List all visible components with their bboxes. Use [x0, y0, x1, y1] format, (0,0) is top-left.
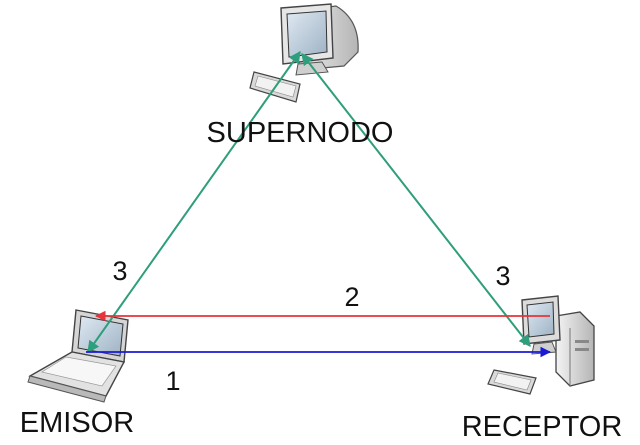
edge-red-label: 2: [344, 282, 359, 312]
supernodo-computer-icon: [249, 3, 359, 103]
edge-green-left-line: [87, 51, 301, 353]
emisor-laptop-icon: [27, 309, 129, 403]
receptor-label: RECEPTOR: [462, 411, 623, 443]
emisor-label: EMISOR: [20, 407, 134, 439]
receptor-tower-pc-icon: [487, 295, 595, 395]
edge-blue-label: 1: [165, 366, 180, 396]
supernodo-label: SUPERNODO: [207, 117, 394, 149]
edge-green-right-label: 3: [495, 261, 510, 291]
edge-green-right-line: [301, 53, 531, 347]
edge-green-left-label: 3: [112, 256, 127, 286]
